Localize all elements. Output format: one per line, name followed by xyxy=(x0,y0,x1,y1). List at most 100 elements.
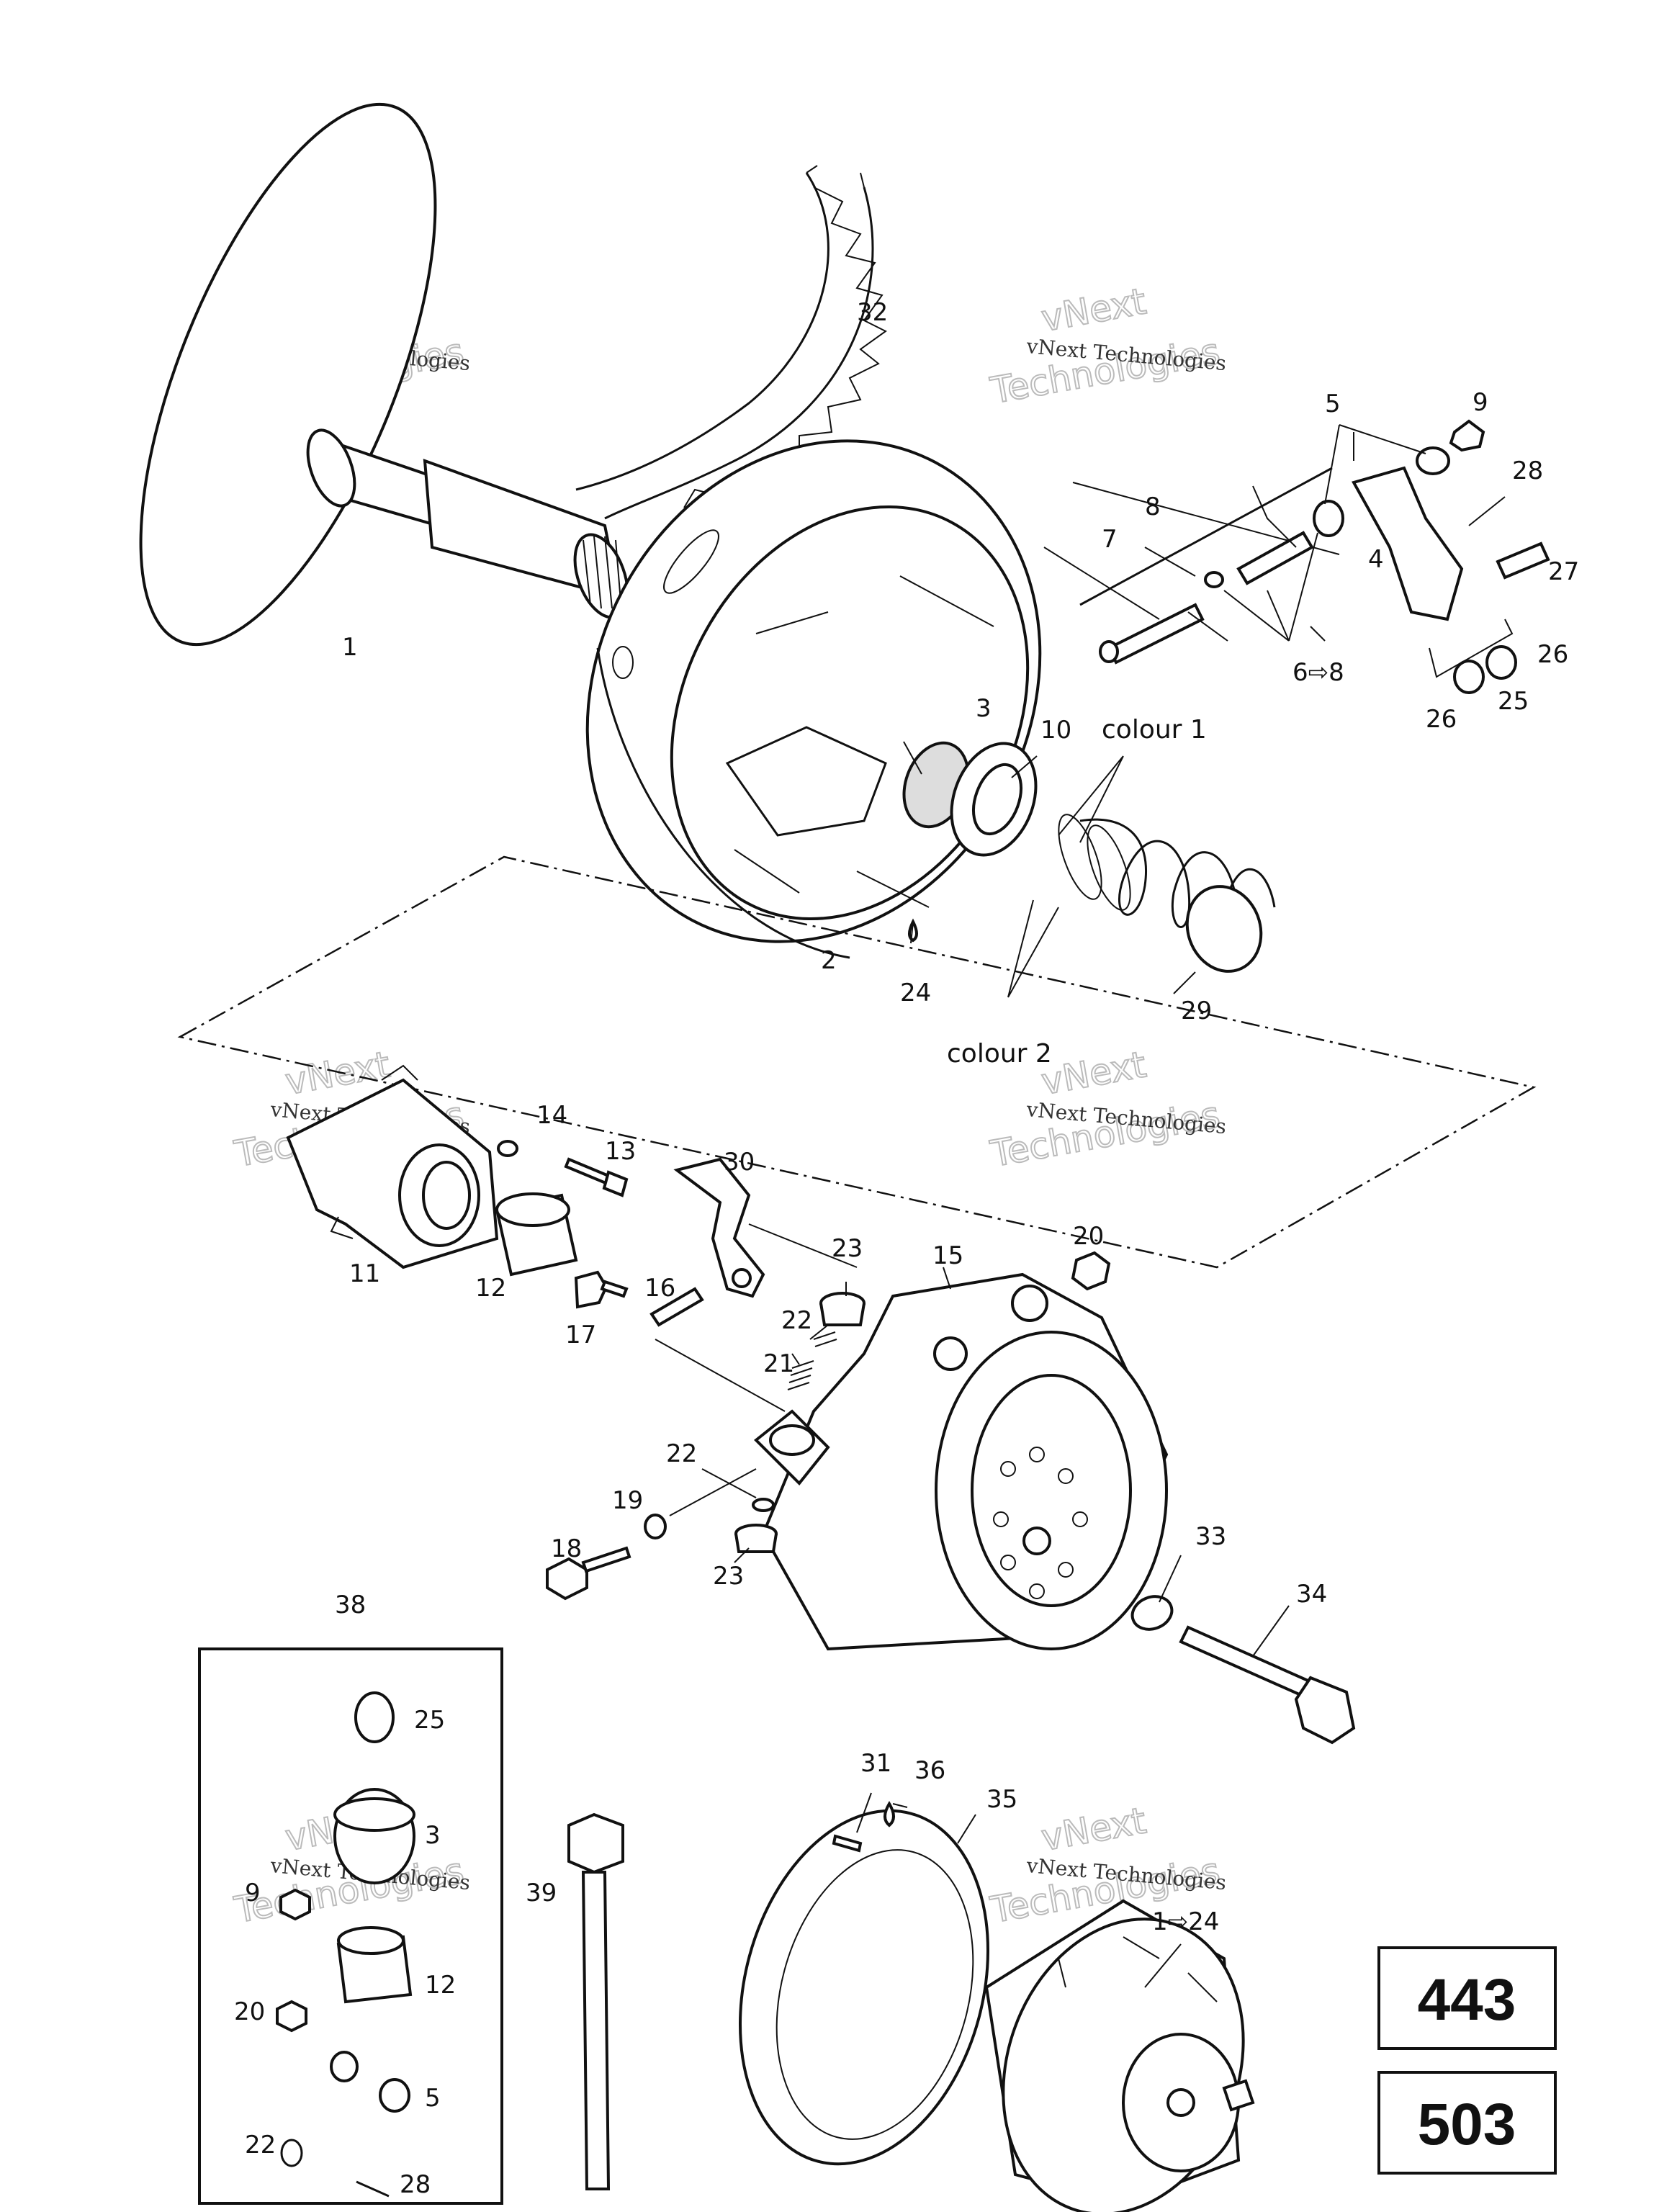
callout-19: 19 xyxy=(612,1486,643,1515)
svg-text:vNext: vNext xyxy=(1038,1043,1149,1102)
callout-13: 13 xyxy=(605,1137,636,1166)
callout-15: 15 xyxy=(932,1241,963,1270)
bushing-part-3 xyxy=(902,741,1038,857)
service-kit-box-38 xyxy=(198,1647,503,2205)
model-box-443: 443 xyxy=(1377,1946,1557,2050)
kit-callout-22: 22 xyxy=(245,2131,276,2159)
watermark-2: vNext Technologies vNext Technologies xyxy=(986,279,1227,413)
callout-8: 8 xyxy=(1145,493,1161,521)
washer-part-22b xyxy=(752,1498,775,1512)
kit-oring-22 xyxy=(280,2139,303,2167)
kit-callout-25: 25 xyxy=(414,1706,445,1735)
callout-3: 3 xyxy=(976,694,992,723)
callout-32: 32 xyxy=(857,298,888,327)
spring-part-21 xyxy=(787,1360,814,1390)
clutch-cover-part-35 xyxy=(738,1809,990,2166)
kit-bushing-12 xyxy=(336,1926,413,2004)
bolt-part-34 xyxy=(1179,1625,1356,1745)
kit-callout-3: 3 xyxy=(425,1821,441,1850)
bolt-part-17 xyxy=(574,1270,786,1412)
callout-range-1-24: 1⇨24 xyxy=(1152,1907,1219,1936)
callout-1: 1 xyxy=(342,633,358,662)
assembly-boundary xyxy=(177,855,1537,1269)
callout-23a: 23 xyxy=(832,1234,863,1263)
callout-30: 30 xyxy=(724,1148,755,1177)
lever-part-30 xyxy=(673,1157,858,1298)
kit-callouts: 25 3 9 12 20 5 22 28 xyxy=(234,1706,456,2199)
bushing-part-12 xyxy=(495,1192,578,1277)
callout-11: 11 xyxy=(349,1259,380,1288)
spider-part-11 xyxy=(286,1064,499,1269)
fixed-sheave-part-1 xyxy=(139,102,629,647)
kit-callout-20: 20 xyxy=(234,1997,265,2026)
model-number-443: 443 xyxy=(1418,1967,1516,2033)
kit-nut-9 xyxy=(279,1888,311,1921)
spring-part-22 xyxy=(813,1331,837,1347)
callout-31: 31 xyxy=(860,1749,891,1778)
washer-part-14 xyxy=(497,1140,518,1157)
pin-part-16 xyxy=(649,1287,704,1327)
svg-text:vNext: vNext xyxy=(1038,280,1149,339)
bolt-holes xyxy=(993,1447,1088,1599)
leader-lines xyxy=(701,432,1354,1988)
callout-range-6-8: 6⇨8 xyxy=(1292,658,1344,687)
callout-20: 20 xyxy=(1073,1222,1104,1251)
callout-26b: 26 xyxy=(1426,705,1457,734)
kit-callout-5: 5 xyxy=(425,2084,441,2113)
washer-part-19 xyxy=(644,1514,667,1539)
callout-14: 14 xyxy=(536,1101,567,1130)
bushing-part-23b xyxy=(734,1524,778,1553)
callout-24: 24 xyxy=(900,979,931,1007)
callout-26a: 26 xyxy=(1537,640,1568,669)
callout-35: 35 xyxy=(986,1785,1017,1814)
washer-part-33 xyxy=(1130,1595,1174,1631)
callout-34: 34 xyxy=(1296,1580,1327,1609)
bushing-part-23a xyxy=(819,1292,866,1326)
callout-33: 33 xyxy=(1195,1522,1226,1551)
kit-bushing-25 xyxy=(354,1691,395,1743)
callout-5: 5 xyxy=(1325,390,1341,418)
spring-part-29 xyxy=(1058,814,1276,973)
kit-ring-5 xyxy=(379,2078,410,2113)
callout-39: 39 xyxy=(526,1879,557,1907)
callout-28: 28 xyxy=(1512,457,1543,485)
kit-pin-28 xyxy=(356,2180,390,2198)
callout-18: 18 xyxy=(551,1534,582,1563)
callout-colour-2: colour 2 xyxy=(947,1039,1052,1069)
callout-17: 17 xyxy=(565,1321,596,1349)
callout-25: 25 xyxy=(1498,687,1529,716)
callout-22b: 22 xyxy=(666,1439,697,1468)
svg-text:vNext: vNext xyxy=(1038,1799,1149,1858)
callout-colour-1: colour 1 xyxy=(1102,715,1207,745)
callout-23b: 23 xyxy=(713,1562,744,1591)
bolt-part-18 xyxy=(546,1468,757,1601)
callout-36: 36 xyxy=(914,1756,945,1785)
callout-4: 4 xyxy=(1368,545,1384,574)
roller-arm-assembly xyxy=(1079,419,1550,694)
drive-belt-part-32 xyxy=(575,165,887,520)
callout-12: 12 xyxy=(475,1274,506,1303)
puller-bolt-part-39 xyxy=(567,1812,624,2190)
callout-22a: 22 xyxy=(781,1306,812,1335)
callout-38: 38 xyxy=(335,1591,366,1619)
callouts: 1 2 3 4 5 7 8 9 10 11 12 13 14 15 16 17 … xyxy=(335,298,1579,1936)
callout-21: 21 xyxy=(763,1349,794,1378)
callout-2: 2 xyxy=(821,946,837,975)
screw-part-13 xyxy=(564,1157,629,1197)
kit-callout-28: 28 xyxy=(400,2170,431,2199)
callout-29: 29 xyxy=(1181,997,1212,1025)
kit-callout-9: 9 xyxy=(245,1879,261,1907)
kit-bushing-3 xyxy=(333,1788,415,1884)
callout-16: 16 xyxy=(644,1274,675,1303)
callout-27: 27 xyxy=(1548,557,1579,586)
callout-9: 9 xyxy=(1473,388,1488,417)
drive-clutch-assembly-1-24 xyxy=(984,1899,1255,2212)
nut-part-20 xyxy=(1071,1251,1111,1291)
kit-nut-20 xyxy=(276,2000,307,2033)
governor-cup-part-15 xyxy=(754,1272,1169,1651)
kit-ring xyxy=(330,2051,359,2082)
model-box-503: 503 xyxy=(1377,2071,1557,2175)
model-number-503: 503 xyxy=(1418,2092,1516,2157)
callout-10: 10 xyxy=(1040,716,1071,745)
